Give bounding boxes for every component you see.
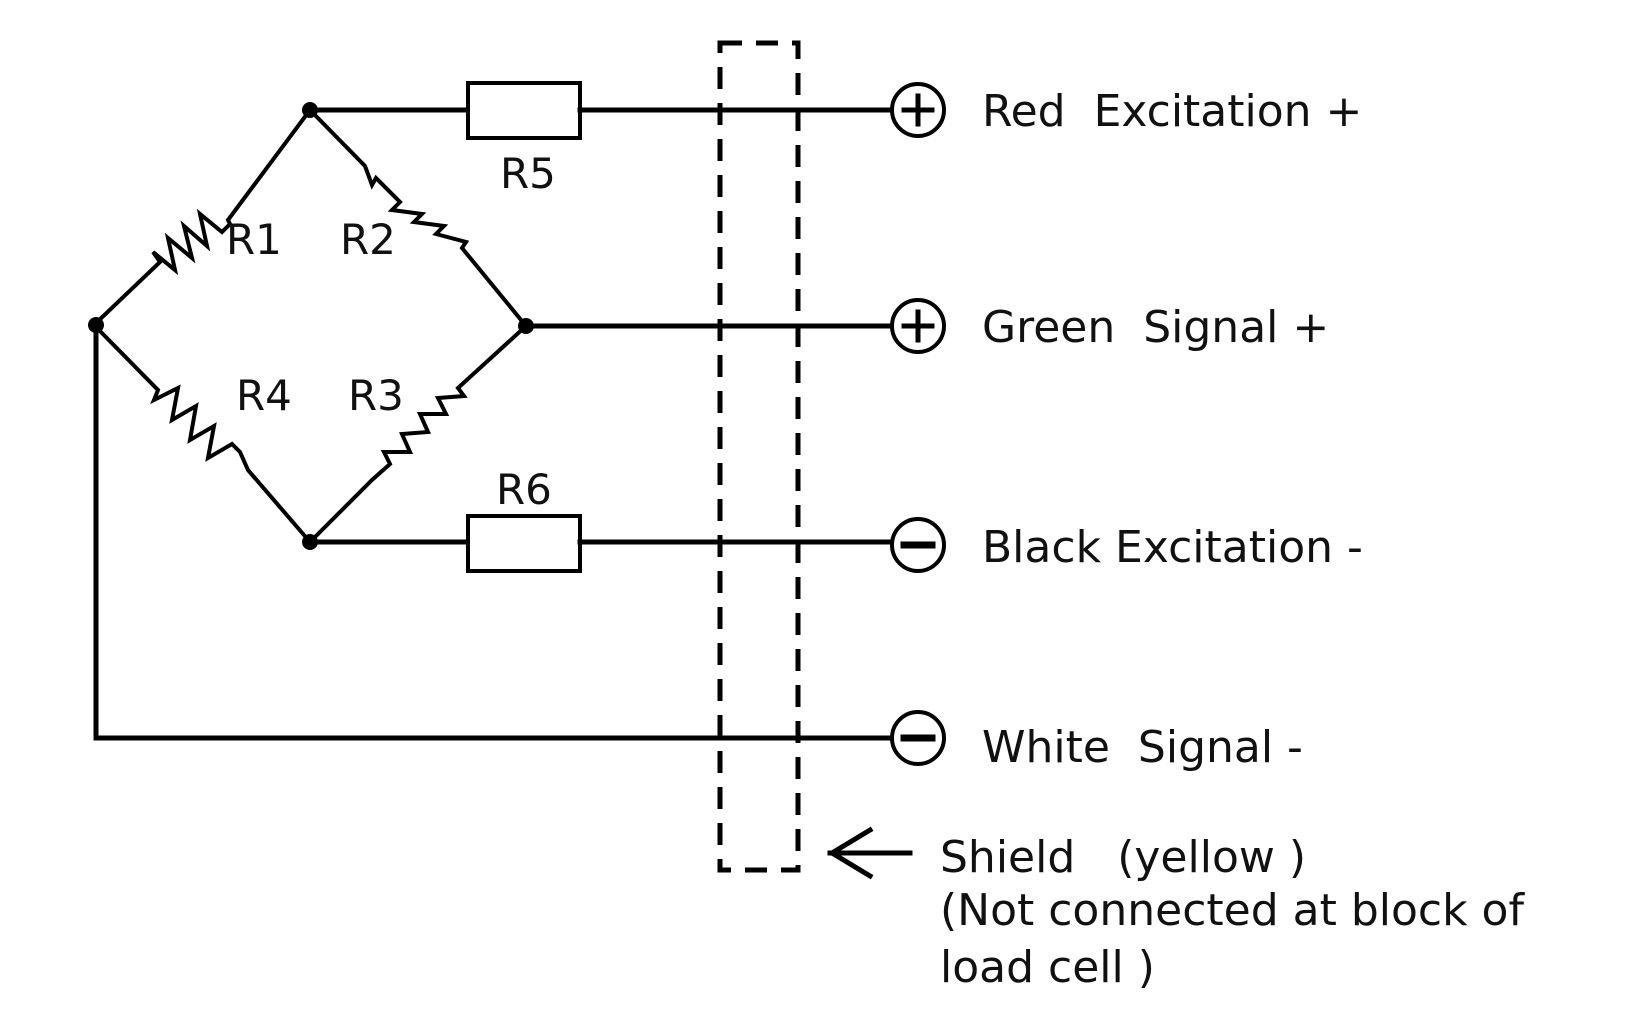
shield-note-line1: (Not connected at block of [940, 885, 1525, 936]
terminal-label-red: Red Excitation + [982, 86, 1362, 137]
minus-circle-icon [890, 710, 946, 766]
resistor-r3 [308, 324, 528, 544]
label-r1: R1 [226, 215, 282, 264]
resistor-r6 [466, 514, 582, 573]
left-arrow-icon [827, 826, 913, 880]
shield-label: Shield (yellow ) [940, 832, 1306, 883]
node-bottom [302, 534, 318, 550]
resistor-r5 [466, 81, 582, 140]
resistor-r4 [92, 323, 312, 544]
resistor-r2 [308, 108, 528, 328]
label-r4: R4 [236, 371, 292, 420]
minus-circle-icon [890, 517, 946, 573]
resistor-r1 [92, 108, 312, 327]
node-left [88, 317, 104, 333]
label-r6: R6 [496, 465, 552, 514]
label-r3: R3 [348, 371, 404, 420]
wire-signal-minus [93, 322, 893, 741]
terminal-label-green: Green Signal + [982, 302, 1329, 353]
shield-note-line2: load cell ) [940, 942, 1155, 993]
node-top [302, 102, 318, 118]
cable-shield [717, 40, 801, 873]
plus-circle-icon [890, 82, 946, 138]
plus-circle-icon [890, 298, 946, 354]
label-r5: R5 [500, 149, 556, 198]
label-r2: R2 [340, 215, 396, 264]
terminal-label-white: White Signal - [982, 722, 1303, 773]
terminal-label-black: Black Excitation - [982, 522, 1363, 573]
node-right [518, 318, 534, 334]
